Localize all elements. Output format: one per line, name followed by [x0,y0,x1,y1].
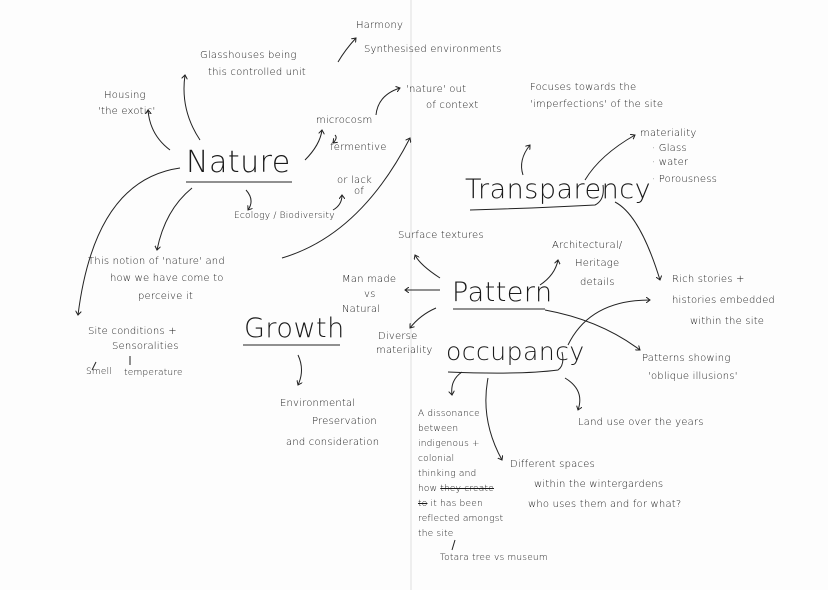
arrow [333,134,336,143]
note-patterns-showing: 'oblique illusions' [648,371,738,382]
divider [451,539,456,551]
dissonance-line: colonial [418,454,455,464]
arrow [184,75,201,141]
arrow [567,300,650,346]
dissonance-line: thinking and [418,469,477,479]
note-focuses: 'imperfections' of the site [530,99,664,110]
note-or-lack: or lack [337,175,373,186]
note-surface: Surface textures [398,230,484,241]
note-rich-stories: within the site [690,316,765,327]
note-spaces: Different spaces [510,459,595,470]
arrow [157,187,193,250]
dissonance-line: reflected amongst [418,514,504,524]
note-man-made: Man made [342,274,397,285]
arrow [148,110,171,151]
arrow [375,88,400,116]
dissonance-line: A dissonance [418,409,480,419]
note-notion: how we have come to [110,273,224,284]
note-architectural: details [580,277,615,288]
dissonance-line: indigenous + [418,439,480,449]
note-glasshouses: this controlled unit [208,67,306,78]
note-diverse: materiality [376,345,433,356]
note-glasshouses: Glasshouses being [200,50,297,61]
note-or-lack: of [354,186,365,197]
note-porousness: · Porousness [652,174,718,185]
note-glass: · Glass [652,143,687,154]
note-out-of-context: of context [426,100,479,111]
arrow [485,377,502,460]
note-patterns-showing: Patterns showing [642,353,731,364]
note-ecology: Ecology / Biodiversity [234,211,335,221]
paper-fold [410,0,412,590]
arrow [245,189,251,210]
arrow [298,354,302,385]
arrow [539,260,558,286]
note-synthesised: Synthesised environments [364,44,502,55]
arrow [78,167,181,315]
topic-nature: Nature [186,145,291,180]
note-land-use: Land use over the years [578,417,704,428]
dissonance-line: between [418,424,459,434]
arrow [415,255,441,279]
note-rich-stories: histories embedded [672,295,775,306]
note-temperature: temperature [124,368,183,378]
note-environmental: Environmental [280,398,356,409]
topic-occupancy: occupancy [446,337,585,366]
note-rich-stories: Rich stories + [672,274,745,285]
arrow [614,201,660,280]
note-architectural: Heritage [575,258,620,269]
dissonance-line: the site [418,529,454,539]
note-spaces: who uses them and for what? [528,499,682,510]
underline [469,184,604,211]
note-spaces: within the wintergardens [534,479,664,490]
note-fermentive: fermentive [330,142,387,153]
topic-transparency: Transparency [465,174,652,205]
arrow [521,145,530,176]
arrow [564,377,580,410]
struck-text: they create [440,484,494,494]
note-focuses: Focuses towards the [530,82,637,93]
arrow [584,135,635,181]
note-microcosm: microcosm [316,115,373,126]
note-diverse: Diverse [378,331,418,342]
note-housing: Housing [104,90,146,101]
note-environmental: and consideration [286,437,380,448]
arrow [410,307,437,328]
note-notion: This notion of 'nature' and [88,256,225,267]
note-water: · water [652,157,689,168]
struck-text: to [418,499,428,509]
topic-growth: Growth [244,313,345,344]
note-materiality: materiality [640,128,697,139]
note-totara: Totara tree vs museum [440,553,548,563]
note-housing: 'the exotic' [98,106,156,117]
note-notion: perceive it [138,291,193,302]
note-site-conditions: Site conditions + [88,326,177,337]
arrow [544,309,640,350]
underline [447,351,564,374]
note-man-made: vs [364,289,376,300]
arrow [332,195,342,211]
dissonance-how: how [418,484,438,494]
note-environmental: Preservation [312,416,377,427]
dissonance-line: it has been [430,499,483,509]
arrow [452,371,463,395]
note-out-of-context: 'nature' out [406,84,467,95]
note-site-conditions: Sensoralities [112,341,179,352]
arrow [304,130,322,161]
divider [91,361,97,371]
arrow [281,138,410,259]
note-dissonance: A dissonance between indigenous + coloni… [418,407,503,542]
note-architectural: Architectural/ [552,240,623,251]
note-smell: Smell [86,367,113,377]
note-harmony: Harmony [356,20,404,31]
topic-pattern: Pattern [452,277,553,308]
arrow [337,38,356,63]
note-man-made: Natural [342,304,381,315]
